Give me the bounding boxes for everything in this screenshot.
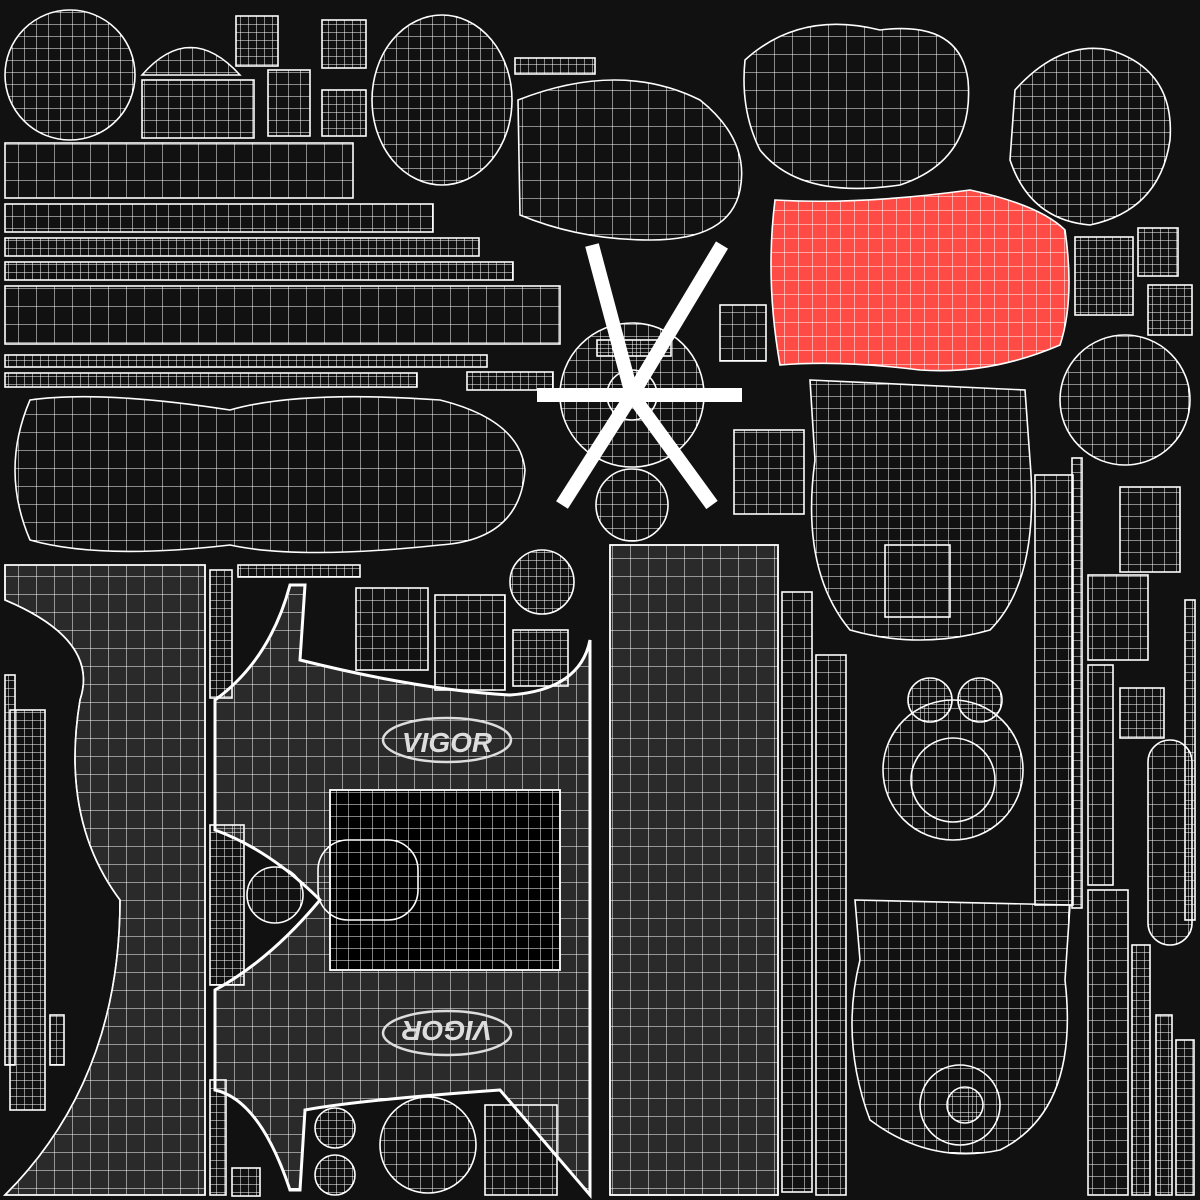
vigor-logo-top: VIGOR: [381, 716, 513, 764]
uv-strip: [434, 594, 506, 691]
uv-cup: [371, 14, 513, 186]
uv-panel: [609, 544, 779, 1196]
uv-strip: [4, 285, 561, 345]
uv-strip: [4, 203, 434, 233]
uv-strip: [815, 654, 847, 1196]
uv-spoke: [626, 390, 718, 510]
uv-strip: [231, 1167, 261, 1197]
vigor-logo-bottom: VIGOR: [381, 1009, 513, 1057]
uv-islands: [3, 9, 1196, 1200]
uv-island: [14, 395, 526, 554]
uv-circle: [4, 9, 136, 141]
uv-island: [809, 379, 1033, 641]
uv-strip: [1087, 664, 1114, 886]
uv-strip: [1087, 889, 1129, 1196]
uv-strip: [237, 564, 361, 578]
uv-strip: [781, 591, 813, 1193]
uv-island: [140, 46, 242, 76]
uv-strip: [4, 354, 488, 368]
uv-strip: [1131, 944, 1151, 1196]
uv-circle: [1059, 334, 1191, 466]
uv-circle: [314, 1154, 356, 1196]
uv-strip: [355, 587, 429, 671]
uv-strip: [1175, 1039, 1195, 1196]
uv-strip: [1184, 599, 1196, 921]
uv-strip: [1155, 1014, 1173, 1196]
uv-strip: [884, 544, 951, 618]
uv-panel: [3, 564, 206, 1196]
uv-island: [770, 189, 1070, 372]
svg-text:VIGOR: VIGOR: [401, 1015, 492, 1046]
uv-island: [1009, 47, 1172, 226]
uv-strip: [4, 237, 480, 257]
uv-strip: [1119, 486, 1181, 573]
uv-strip: [141, 79, 255, 139]
uv-island: [851, 899, 1071, 1155]
uv-strip: [4, 372, 418, 388]
uv-strip: [235, 15, 279, 67]
uv-strip: [466, 371, 554, 391]
uv-strip: [209, 824, 245, 986]
uv-circle: [910, 737, 996, 823]
uv-strip: [321, 89, 367, 137]
uv-spoke: [625, 241, 729, 399]
uv-island: [743, 23, 970, 190]
uv-circle: [595, 468, 669, 542]
uv-strip: [1137, 227, 1179, 277]
uv-strip: [1034, 474, 1074, 906]
svg-text:VIGOR: VIGOR: [402, 727, 493, 758]
uv-strip: [267, 69, 311, 137]
uv-circle: [379, 1096, 477, 1194]
uv-circle: [907, 677, 953, 723]
uv-circle: [246, 866, 304, 924]
uv-strip: [1147, 284, 1193, 336]
uv-circle: [509, 549, 575, 615]
uv-circle: [957, 677, 1003, 723]
uv-strip: [1074, 236, 1134, 316]
uv-spoke: [556, 391, 638, 509]
uv-strip: [719, 304, 767, 362]
uv-circle: [946, 1086, 984, 1124]
uv-strip: [596, 339, 672, 357]
uv-strip: [9, 709, 46, 1111]
uv-strip: [1119, 687, 1165, 739]
uv-circle: [314, 1107, 356, 1149]
uv-spoke: [585, 243, 639, 397]
uv-strip: [321, 19, 367, 69]
uv-strip: [484, 1104, 558, 1196]
uv-strip: [209, 1079, 227, 1196]
uv-strip: [49, 1014, 65, 1066]
uv-strip: [4, 142, 354, 199]
uv-grip-center: [317, 839, 419, 921]
uv-strip: [733, 429, 805, 515]
uv-strip: [1087, 574, 1149, 661]
uv-strip: [512, 629, 569, 687]
uv-island: [517, 79, 743, 241]
uv-strip: [4, 261, 514, 281]
uv-strip: [209, 569, 233, 699]
uv-strip: [514, 57, 596, 75]
